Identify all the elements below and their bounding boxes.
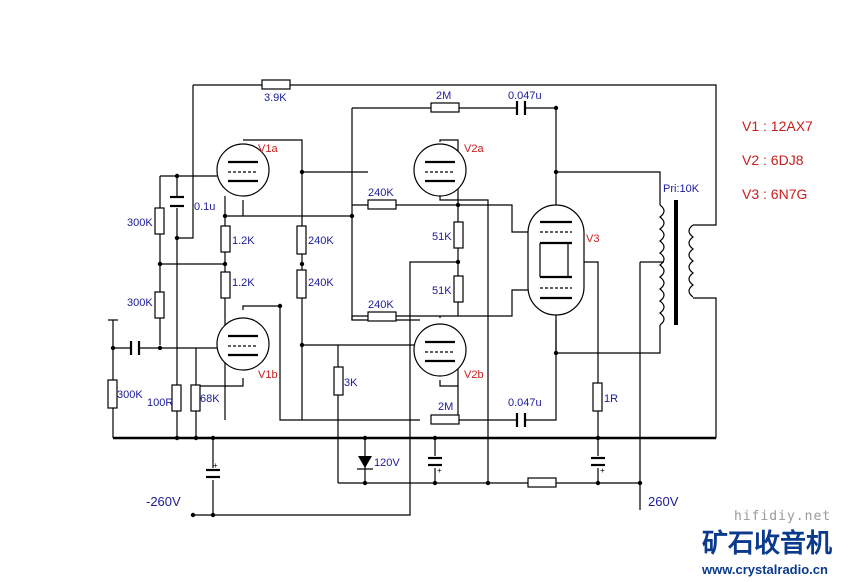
legend-v1: V1 : 12AX7 <box>742 118 813 134</box>
tube-v1b <box>216 317 270 371</box>
label-zener: 120V <box>374 457 400 469</box>
label-240k-a: 240K <box>368 187 394 199</box>
label-transformer: Pri:10K <box>663 183 700 195</box>
label-51k-a: 51K <box>432 231 452 243</box>
resistor-240k-v1 <box>296 225 307 255</box>
v1b-label: V1b <box>258 369 278 381</box>
label-240k-v1: 240K <box>308 235 334 247</box>
resistor-2m-bot <box>430 414 460 425</box>
wiring <box>112 84 717 516</box>
label-240k-v1b: 240K <box>308 277 334 289</box>
resistor-100r <box>171 384 182 412</box>
v2b-label: V2b <box>464 369 484 381</box>
resistor-3k <box>333 366 344 396</box>
capacitors: + + + <box>129 100 605 480</box>
resistor-300k-input <box>107 379 118 409</box>
resistor-240k-b <box>367 311 397 322</box>
supply-neg-label: -260V <box>146 494 181 509</box>
label-300k-b: 300K <box>127 297 153 309</box>
label-51k-b: 51K <box>432 285 452 297</box>
zener-diode <box>357 456 373 470</box>
resistor-12k-b <box>220 271 231 299</box>
tube-v3 <box>527 204 585 316</box>
tube-v2b <box>413 323 467 377</box>
watermark-site: hifidiy.net <box>734 509 831 524</box>
label-3k: 3K <box>344 377 358 389</box>
legend-v3: V3 : 6N7G <box>742 186 807 202</box>
resistor-51k-a <box>453 221 464 249</box>
resistor-240k-a <box>367 199 397 210</box>
resistor-240k-v1b <box>296 269 307 299</box>
legend-v2: V2 : 6DJ8 <box>742 152 804 168</box>
label-2m-top: 2M <box>436 90 451 102</box>
output-transformer <box>640 200 694 326</box>
junction-dots <box>110 105 643 518</box>
svg-text:+: + <box>600 466 605 475</box>
label-12k-a: 1.2K <box>232 235 255 247</box>
label-1r: 1R <box>604 393 618 405</box>
resistor-68k <box>190 384 201 412</box>
label-300k-a: 300K <box>127 217 153 229</box>
resistor-51k-b <box>453 275 464 303</box>
label-300k-input: 300K <box>117 389 143 401</box>
svg-text:+: + <box>213 461 218 470</box>
resistor-supply <box>527 477 557 488</box>
label-12k-b: 1.2K <box>232 277 255 289</box>
resistor-2m-top <box>430 102 460 113</box>
label-2m-bot: 2M <box>438 401 453 413</box>
tube-v1a <box>216 143 270 197</box>
label-c-top: 0.047u <box>508 90 542 102</box>
v1a-label: V1a <box>258 143 278 155</box>
resistor-300k-a <box>154 207 165 235</box>
label-68k: 68K <box>200 393 220 405</box>
label-01u: 0.1u <box>194 201 215 213</box>
resistor-3k9 <box>261 79 291 90</box>
label-3k9: 3.9K <box>264 92 287 104</box>
label-100r: 100R <box>147 397 173 409</box>
svg-text:+: + <box>437 466 442 475</box>
watermark-brand: 矿石收音机 <box>702 528 832 559</box>
resistor-12k-a <box>220 225 231 253</box>
resistor-300k-b <box>154 291 165 319</box>
label-240k-b: 240K <box>368 299 394 311</box>
resistor-1r <box>592 382 603 412</box>
watermark-url: www.crystalradio.cn <box>701 562 828 577</box>
v3-label: V3 <box>586 233 599 245</box>
tube-v2a <box>413 143 467 197</box>
supply-pos-label: 260V <box>648 494 679 509</box>
resistors <box>107 79 603 488</box>
v2a-label: V2a <box>464 143 484 155</box>
label-c-bot: 0.047u <box>508 397 542 409</box>
